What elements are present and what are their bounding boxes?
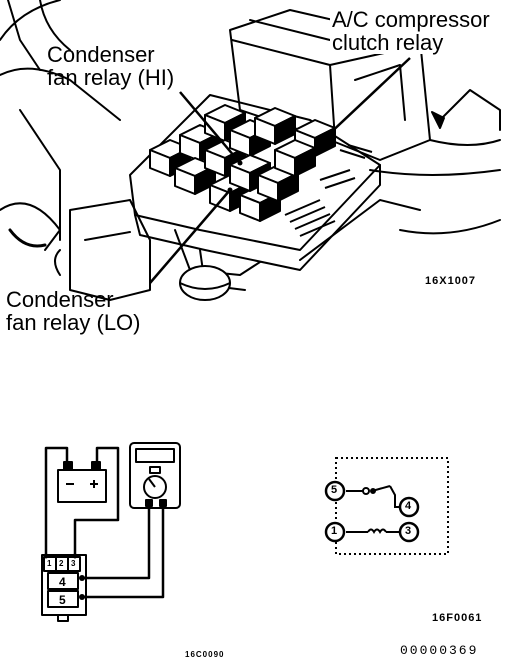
relay-terminal-5: 5 [59, 593, 67, 607]
figure-code-schematic: 16F0061 [432, 612, 483, 624]
figure-code-circuit: 16C0090 [185, 650, 225, 659]
schematic-label-3: 3 [405, 525, 413, 537]
condenser-fan-relay-lo-label: Condenser fan relay (LO) [6, 287, 141, 335]
document-reference-number: 00000369 [400, 643, 479, 658]
schematic-label-1: 1 [331, 525, 339, 537]
relay-terminal-3: 3 [71, 559, 77, 568]
schematic-label-4: 4 [405, 500, 413, 512]
relay-box-illustration [0, 0, 501, 301]
relay-terminal-1: 1 [47, 559, 53, 568]
condenser-fan-relay-hi-label: Condenser fan relay (HI) [47, 42, 175, 90]
relay-terminal-4: 4 [59, 575, 67, 589]
ac-compressor-relay-label: A/C compressor clutch relay [330, 7, 492, 55]
battery-icon [57, 461, 107, 503]
multimeter-icon [129, 442, 181, 509]
schematic-label-5: 5 [331, 484, 339, 496]
relay-terminal-2: 2 [59, 559, 65, 568]
leader-lines [149, 57, 411, 284]
relay-schematic [335, 457, 449, 555]
figure-code-top: 16X1007 [425, 275, 477, 287]
